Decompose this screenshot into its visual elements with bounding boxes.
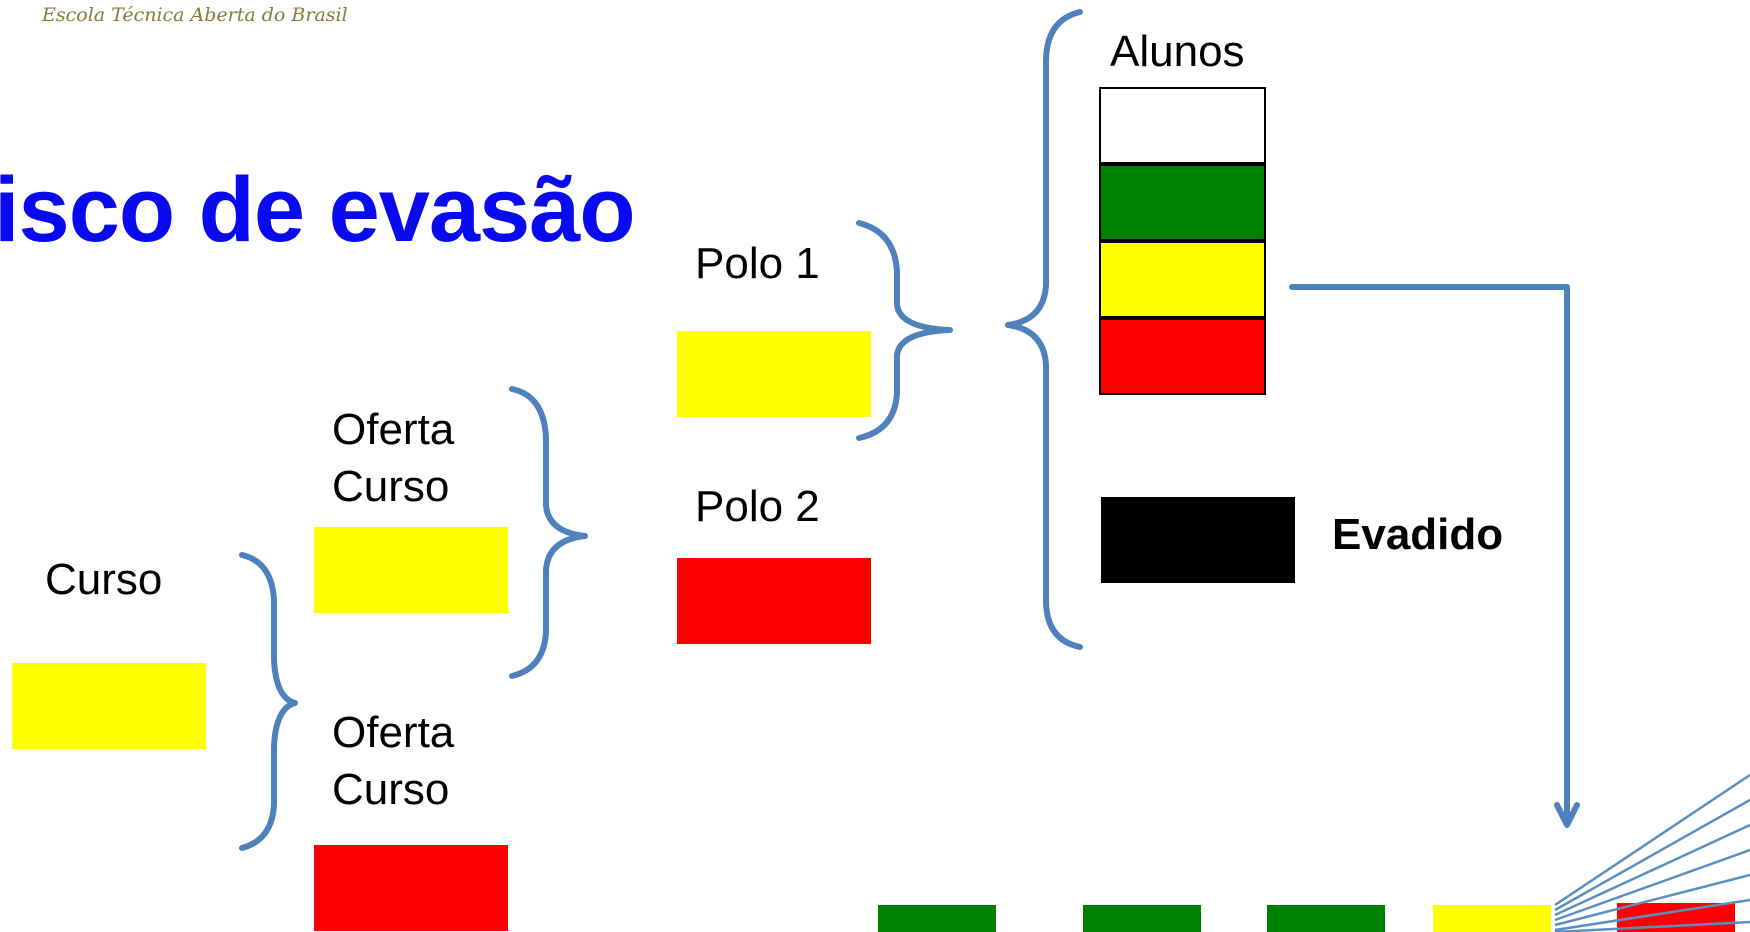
brace-polos	[856, 220, 953, 441]
brace-alunos	[1005, 9, 1083, 650]
oferta-curso-2-label-line2: Curso	[332, 765, 450, 814]
curso-label: Curso	[45, 555, 163, 604]
logo-subtitle: Escola Técnica Aberta do Brasil	[42, 4, 348, 26]
aluno-status-box	[1099, 241, 1266, 318]
aluno-status-box	[1099, 87, 1266, 164]
oferta-curso-2-status-box	[314, 845, 508, 931]
connector-line	[1289, 284, 1570, 825]
slide-title: isco de evasão	[0, 159, 636, 261]
polo-2-status-box	[677, 558, 871, 644]
evadido-label: Evadido	[1332, 510, 1504, 559]
oferta-curso-1-label-line2: Curso	[332, 462, 450, 511]
curso-status-box	[12, 663, 206, 749]
evadido-status-box	[1101, 497, 1295, 583]
oferta-curso-2-label-line1: Oferta	[332, 708, 455, 757]
bottom-status-box	[1433, 905, 1551, 932]
polo-1-status-box	[677, 331, 871, 417]
brace-ofertas	[509, 386, 588, 679]
polo-2-label: Polo 2	[695, 482, 820, 531]
bottom-status-box	[1083, 905, 1201, 932]
aluno-status-box	[1099, 164, 1266, 241]
oferta-curso-1-status-box	[314, 527, 508, 613]
aluno-status-box	[1099, 318, 1266, 395]
bottom-status-box	[878, 905, 996, 932]
oferta-curso-1-label-line1: Oferta	[332, 405, 455, 454]
decorative-corner-lines	[1554, 773, 1750, 932]
polo-1-label: Polo 1	[695, 239, 820, 288]
brace-curso	[239, 552, 298, 851]
connector-arrowhead	[1554, 802, 1580, 828]
bottom-status-box	[1267, 905, 1385, 932]
alunos-label: Alunos	[1110, 27, 1245, 76]
